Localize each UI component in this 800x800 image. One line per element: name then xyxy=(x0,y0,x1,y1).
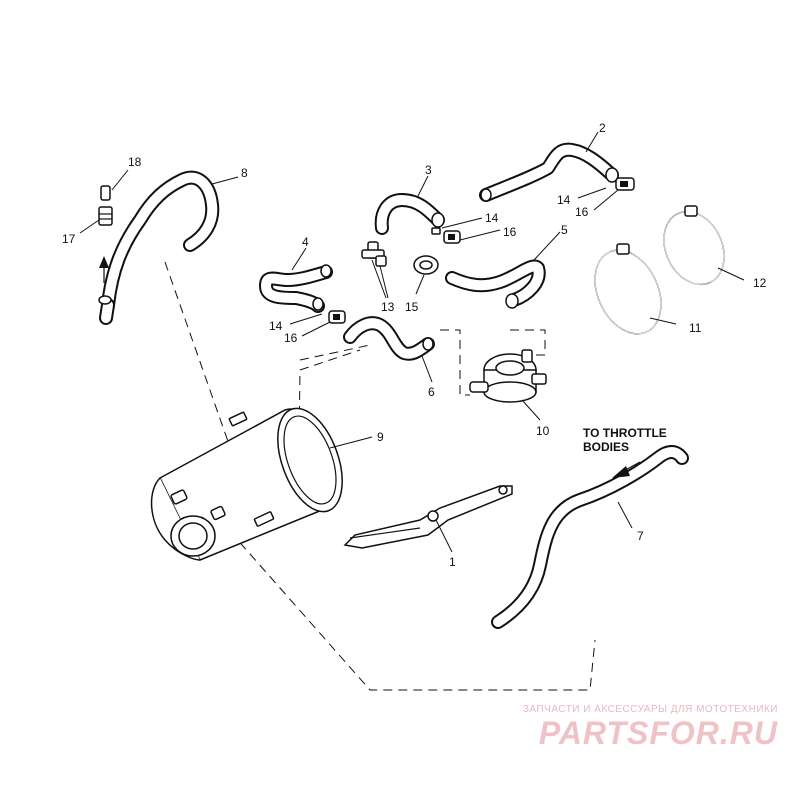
hose-3 xyxy=(374,193,445,235)
callout-2: 2 xyxy=(599,121,606,135)
tee-fitting-13 xyxy=(361,241,387,267)
callout-6: 6 xyxy=(428,385,435,399)
annotation-line-1: TO THROTTLE xyxy=(583,426,667,440)
watermark-tagline: ЗАПЧАСТИ И АКСЕССУАРЫ ДЛЯ МОТОТЕХНИКИ xyxy=(522,704,778,715)
callout-4: 4 xyxy=(302,235,309,249)
callout-11: 11 xyxy=(689,321,702,335)
callout-16a: 16 xyxy=(575,205,589,219)
inline-filter-17 xyxy=(98,206,113,226)
clamp-16-top xyxy=(615,177,635,191)
clip-15 xyxy=(413,255,439,275)
callout-5: 5 xyxy=(561,223,568,237)
callout-10: 10 xyxy=(536,424,550,438)
strap-12 xyxy=(663,205,725,286)
callout-18: 18 xyxy=(128,155,142,169)
callout-12: 12 xyxy=(753,276,767,290)
callout-13: 13 xyxy=(381,300,395,314)
hose-5 xyxy=(445,259,546,309)
callout-15: 15 xyxy=(405,300,419,314)
annotation-line-2: BODIES xyxy=(583,440,629,454)
callout-3: 3 xyxy=(425,163,432,177)
leader-lines xyxy=(79,131,745,553)
throttle-annotation: TO THROTTLE BODIES xyxy=(583,426,667,454)
watermark: ЗАПЧАСТИ И АКСЕССУАРЫ ДЛЯ МОТОТЕХНИКИ PA… xyxy=(478,704,778,752)
watermark-logo: PARTSFOR.RU xyxy=(538,715,778,751)
strap-11 xyxy=(594,243,662,335)
bracket-1 xyxy=(343,485,513,549)
hose-4 xyxy=(259,264,333,313)
callout-14a: 14 xyxy=(557,193,571,207)
hose-8 xyxy=(98,170,220,325)
clamp-16-left xyxy=(328,310,346,324)
callout-labels: 1 2 3 4 5 6 7 8 9 10 11 12 13 14 14 14 1… xyxy=(62,121,767,569)
callout-8: 8 xyxy=(241,166,248,180)
callout-9: 9 xyxy=(377,430,384,444)
callout-16b: 16 xyxy=(503,225,517,239)
charcoal-canister-9 xyxy=(150,407,343,561)
callout-14c: 14 xyxy=(269,319,283,333)
flow-arrow-throttle-icon xyxy=(612,461,641,478)
callout-1: 1 xyxy=(449,555,456,569)
flow-arrow-up-icon xyxy=(99,256,109,283)
filter-cap-18 xyxy=(100,185,111,201)
purge-valve-10 xyxy=(469,349,547,403)
callout-7: 7 xyxy=(637,529,644,543)
hose-2 xyxy=(479,142,619,202)
hose-6 xyxy=(343,316,435,361)
clamp-16-mid xyxy=(431,227,461,244)
callout-17: 17 xyxy=(62,232,76,246)
hose-7 xyxy=(491,445,689,629)
callout-14b: 14 xyxy=(485,211,499,225)
callout-16c: 16 xyxy=(284,331,298,345)
